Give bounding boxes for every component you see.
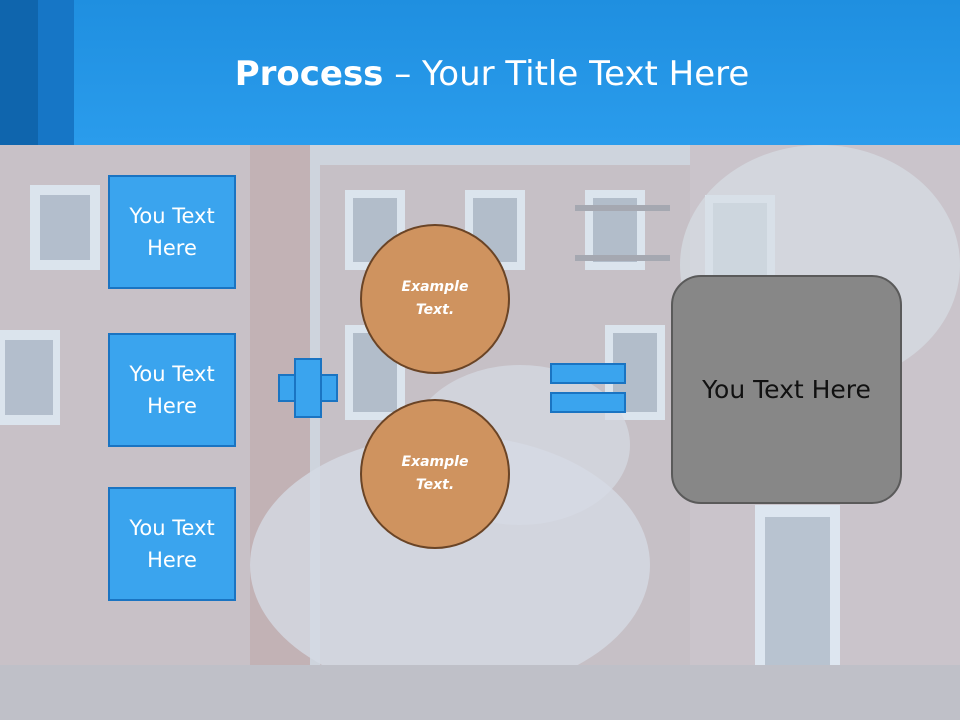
equals-bottom-bar xyxy=(550,392,626,413)
text-box-1[interactable]: You Text Here xyxy=(108,175,236,289)
text-box-3[interactable]: You Text Here xyxy=(108,487,236,601)
header-bar: Process – Your Title Text Here xyxy=(0,0,960,145)
example-circle-2[interactable]: Example Text. xyxy=(360,399,510,549)
text-box-1-label: You Text Here xyxy=(129,204,215,260)
plus-center xyxy=(296,376,320,400)
text-box-2[interactable]: You Text Here xyxy=(108,333,236,447)
text-box-3-label: You Text Here xyxy=(129,516,215,572)
slide-title: Process – Your Title Text Here xyxy=(0,52,960,96)
text-box-2-label: You Text Here xyxy=(129,362,215,418)
example-circle-2-label: Example Text. xyxy=(401,454,469,493)
example-circle-1[interactable]: Example Text. xyxy=(360,224,510,374)
title-rest: – Your Title Text Here xyxy=(383,54,750,94)
result-box-label: You Text Here xyxy=(702,375,871,404)
header-stripe-dark xyxy=(0,0,38,145)
result-box[interactable]: You Text Here xyxy=(671,275,902,504)
header-stripe-mid xyxy=(38,0,74,145)
title-bold: Process xyxy=(234,54,384,94)
equals-top-bar xyxy=(550,363,626,384)
example-circle-1-label: Example Text. xyxy=(401,279,469,318)
